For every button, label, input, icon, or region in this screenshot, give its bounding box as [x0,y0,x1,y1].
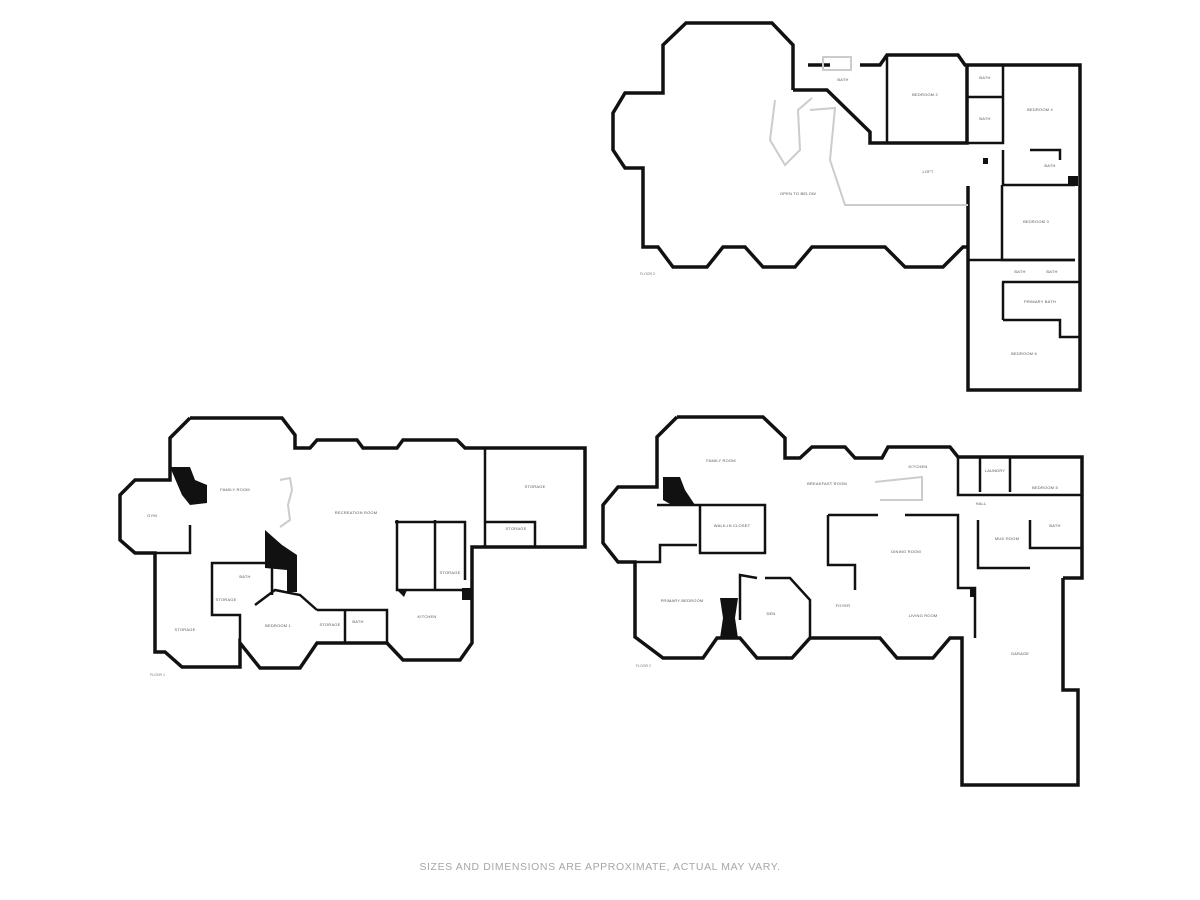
room-label: LAUNDRY [985,468,1006,473]
room-label: BATH [1049,523,1060,528]
room-label: BEDROOM 3 [1023,219,1049,224]
room-label: DEN [766,611,775,616]
floor-1-plan: FAMILY ROOM RECREATION ROOM GYM STORAGE … [118,416,587,677]
room-label: BEDROOM 1 [265,623,291,628]
room-label: KITCHEN [909,464,928,469]
room-label: BATH [1014,269,1025,274]
room-label: LOFT [922,169,933,174]
room-label: FAMILY ROOM [706,458,736,463]
room-label: RECREATION ROOM [335,510,377,515]
floor-3-wing-outline [860,53,1082,392]
room-label: GYM [147,513,157,518]
room-label: BATH [979,116,990,121]
room-label: WALK-IN CLOSET [714,523,751,528]
floor-label: FLOOR 3 [640,272,655,276]
disclaimer-footer: SIZES AND DIMENSIONS ARE APPROXIMATE, AC… [419,861,781,873]
room-label: STORAGE [440,570,461,575]
room-label: PRIMARY BEDROOM [661,598,704,603]
floor-3-plan: OPEN TO BELOW BATH BEDROOM 2 BATH BATH B… [611,21,1082,392]
room-label: BATH [1046,269,1057,274]
room-label: OPEN TO BELOW [780,191,816,196]
room-label: BATH [352,619,363,624]
floor-3-outline [611,21,968,269]
room-label: PRIMARY BATH [1024,299,1056,304]
room-label: HALL [976,501,987,506]
room-label: BEDROOM 6 [1011,351,1037,356]
room-label: LIVING ROOM [909,613,938,618]
floor-label: FLOOR 1 [150,673,165,677]
room-label: BATH [1044,163,1055,168]
room-label: STORAGE [506,526,527,531]
floor-2-plan: FAMILY ROOM BREAKFAST ROOM KITCHEN WALK-… [601,415,1084,787]
room-label: STORAGE [525,484,546,489]
room-label: BATH [239,574,250,579]
room-label: FAMILY ROOM [220,487,250,492]
room-label: BEDROOM 2 [912,92,938,97]
room-label: STORAGE [175,627,196,632]
floor-2-outline [677,415,1084,580]
room-label: BATH [837,77,848,82]
room-label: BEDROOM 4 [1027,107,1053,112]
room-label: BEDROOM 5 [1032,485,1058,490]
room-label: STORAGE [320,622,341,627]
room-label: GARAGE [1011,651,1029,656]
room-label: BREAKFAST ROOM [807,481,847,486]
room-label: BATH [979,75,990,80]
floor-label: FLOOR 2 [636,664,651,668]
room-label: STORAGE [216,597,237,602]
room-label: DINING ROOM [891,549,921,554]
floor-1-outline [118,416,587,670]
room-label: MUD ROOM [995,536,1019,541]
room-label: FOYER [836,603,851,608]
room-label: KITCHEN [418,614,437,619]
